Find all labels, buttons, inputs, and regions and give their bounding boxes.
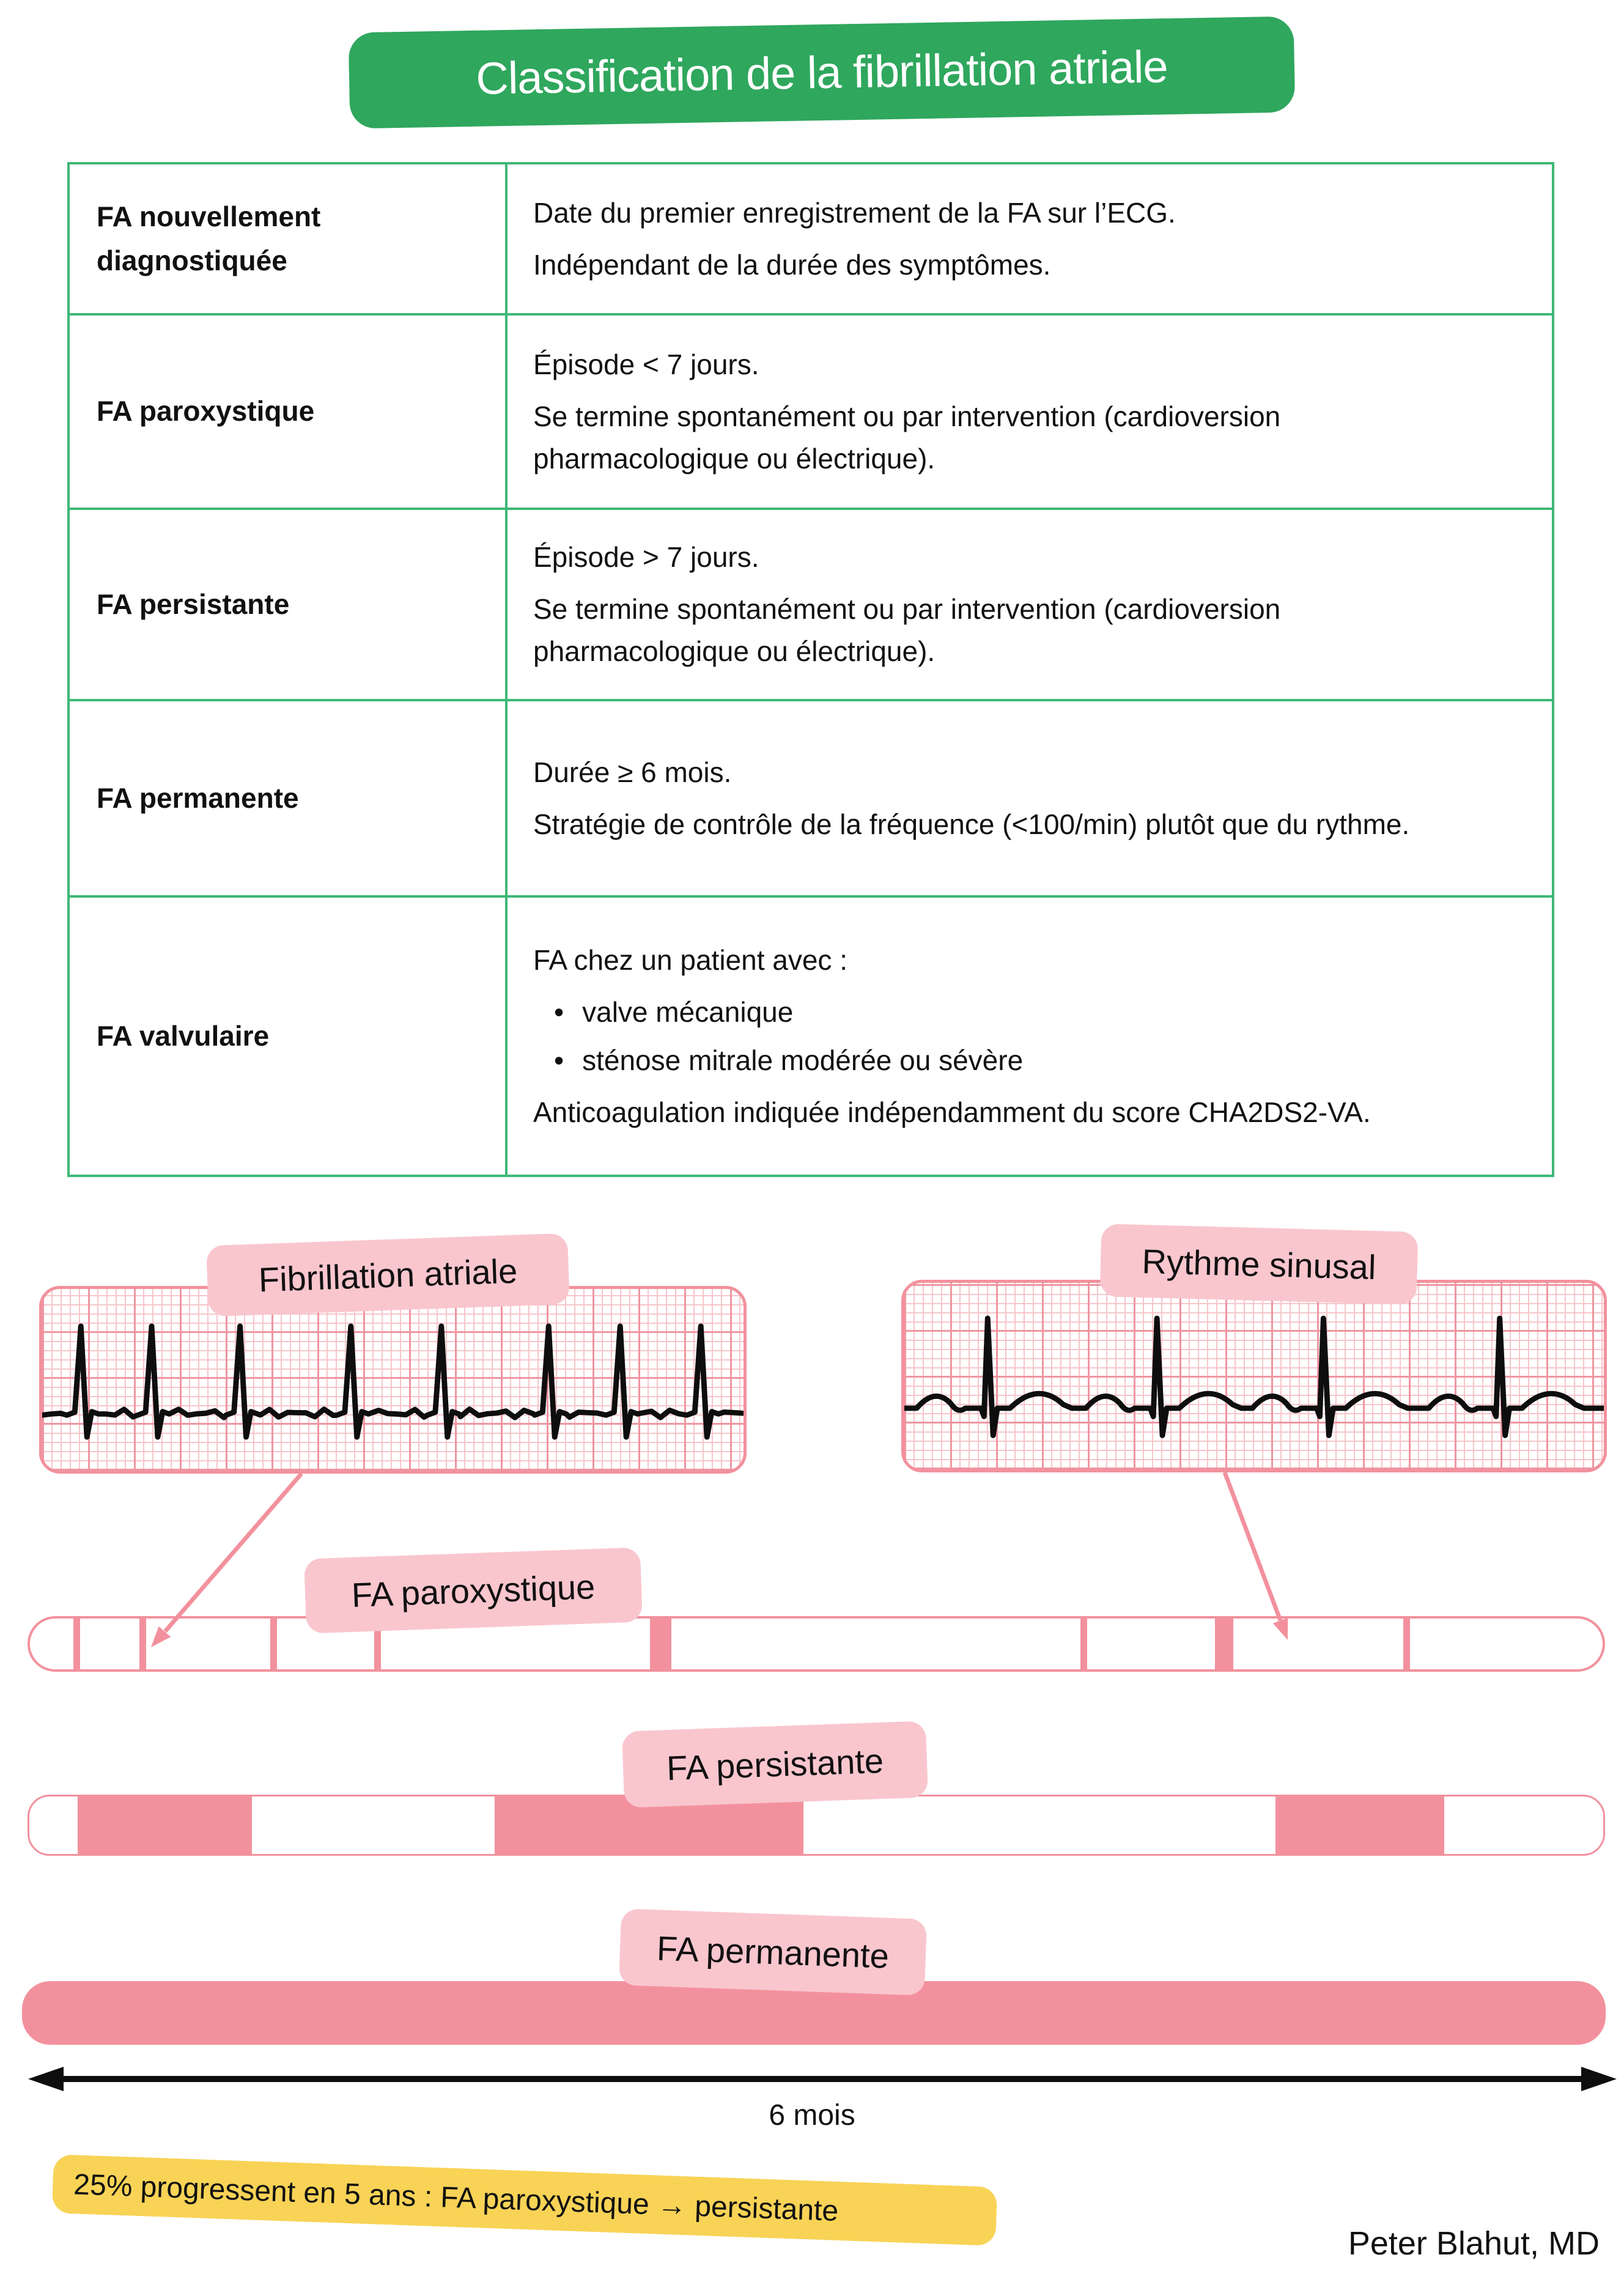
author-signature: Peter Blahut, MD <box>1348 2225 1600 2262</box>
description-line: Indépendant de la durée des symptômes. <box>533 248 1051 281</box>
label-rythme-sinusal: Rythme sinusal <box>1099 1224 1419 1305</box>
episode <box>270 1619 278 1669</box>
row-label: FA persistante <box>97 588 290 620</box>
description-line: Durée ≥ 6 mois. <box>533 756 732 788</box>
ecg-strip-sinus <box>901 1280 1607 1472</box>
description-line: Se termine spontanément ou par intervent… <box>533 400 1281 474</box>
row-description: Date du premier enregistrement de la FA … <box>505 164 1552 313</box>
table-row: FA paroxystique Épisode < 7 jours. Se te… <box>70 313 1552 508</box>
page-title-banner: Classification de la fibrillation atrial… <box>348 16 1296 129</box>
progression-note-text: 25% progressent en 5 ans : FA paroxystiq… <box>73 2168 839 2228</box>
row-description: Épisode > 7 jours. Se termine spontanéme… <box>505 510 1552 699</box>
bullet-list: valve mécanique sténose mitrale modérée … <box>533 991 1450 1082</box>
label-fibrillation-atriale: Fibrillation atriale <box>206 1233 570 1317</box>
description-line: Épisode > 7 jours. <box>533 541 759 573</box>
row-description: FA chez un patient avec : valve mécaniqu… <box>505 898 1552 1175</box>
episode <box>73 1619 81 1669</box>
row-description: Durée ≥ 6 mois. Stratégie de contrôle de… <box>505 701 1552 895</box>
page-title: Classification de la fibrillation atrial… <box>475 41 1168 104</box>
bullet-item: sténose mitrale modérée ou sévère <box>554 1039 1450 1082</box>
connector-arrow-sinus <box>1222 1471 1288 1640</box>
progression-note: 25% progressent en 5 ans : FA paroxystiq… <box>51 2154 998 2246</box>
bullet-item: valve mécanique <box>554 991 1450 1033</box>
timeline-fa-persistante <box>28 1795 1605 1856</box>
label-fa-persistante: FA persistante <box>621 1721 929 1808</box>
episode <box>1080 1619 1087 1669</box>
label-fa-permanente: FA permanente <box>618 1908 928 1996</box>
table-row: FA permanente Durée ≥ 6 mois. Stratégie … <box>70 699 1552 895</box>
row-label: FA valvulaire <box>97 1019 270 1052</box>
six-months-label: 6 mois <box>769 2099 855 2132</box>
episode <box>1403 1619 1410 1669</box>
segment <box>1275 1796 1444 1854</box>
description-line: FA chez un patient avec : <box>533 943 847 976</box>
row-label: FA paroxystique <box>97 395 315 427</box>
description-line: Date du premier enregistrement de la FA … <box>533 196 1176 229</box>
ecg-trace-afib <box>42 1323 744 1440</box>
description-line: Stratégie de contrôle de la fréquence (<… <box>533 808 1410 840</box>
table-row: FA valvulaire FA chez un patient avec : … <box>70 895 1552 1175</box>
table-row: FA nouvellement diagnostiquée Date du pr… <box>70 164 1552 313</box>
classification-table: FA nouvellement diagnostiquée Date du pr… <box>67 162 1554 1177</box>
row-description: Épisode < 7 jours. Se termine spontanéme… <box>505 316 1552 508</box>
episode <box>650 1619 672 1669</box>
episode <box>1215 1619 1233 1669</box>
label-fa-paroxystique: FA paroxystique <box>304 1547 643 1634</box>
episode <box>374 1619 381 1669</box>
ecg-trace-sinus <box>904 1315 1604 1438</box>
timeline-fa-paroxystique <box>28 1616 1605 1672</box>
row-label: FA nouvellement diagnostiquée <box>97 201 321 276</box>
ecg-strip-afib <box>39 1286 747 1474</box>
table-row: FA persistante Épisode > 7 jours. Se ter… <box>70 508 1552 699</box>
description-line: Épisode < 7 jours. <box>533 348 759 380</box>
row-label: FA permanente <box>97 781 299 814</box>
description-line: Anticoagulation indiquée indépendamment … <box>533 1096 1371 1128</box>
episode <box>139 1619 147 1669</box>
description-line: Se termine spontanément ou par intervent… <box>533 593 1281 667</box>
six-months-arrow <box>28 2067 1617 2091</box>
segment <box>77 1796 253 1854</box>
